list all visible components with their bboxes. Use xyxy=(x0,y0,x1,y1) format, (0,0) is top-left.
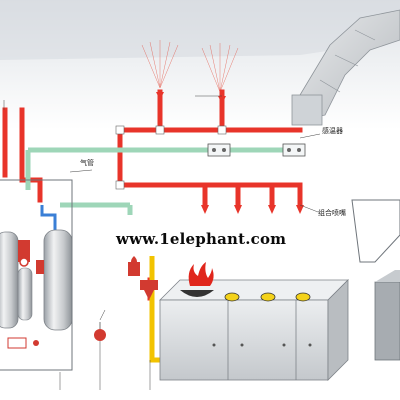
leader-lines xyxy=(3,95,321,390)
label-temp-sensor: 感温器 xyxy=(322,127,343,135)
pipe-joints xyxy=(115,125,227,190)
ceiling-plane xyxy=(0,0,400,60)
control-cabinet xyxy=(0,179,73,371)
agent-cylinder-right xyxy=(43,229,73,331)
wok-with-flame xyxy=(180,262,214,297)
burner-3 xyxy=(295,292,311,302)
alarm-bell xyxy=(94,322,106,341)
spray-cone-right xyxy=(201,43,239,93)
exhaust-duct xyxy=(291,9,400,126)
spray-cone-left xyxy=(141,40,179,89)
gas-shutoff-valve xyxy=(140,280,158,300)
temp-sensor-right xyxy=(282,143,306,157)
agent-cylinder-left xyxy=(0,231,19,329)
label-combo-nozzle: 组合喷嘴 xyxy=(318,209,346,217)
cylinder-valve-assembly xyxy=(18,240,44,274)
manual-pull-station xyxy=(128,256,140,276)
label-gas-pipe: 气管 xyxy=(80,159,94,167)
burner-1 xyxy=(224,292,240,302)
watermark: www.1elephant.com xyxy=(116,230,287,248)
gas-cartridge xyxy=(17,267,33,321)
nozzle-row xyxy=(156,92,304,214)
temp-sensor-left xyxy=(207,143,231,157)
burner-2 xyxy=(260,292,276,302)
exhaust-hood xyxy=(351,199,400,361)
